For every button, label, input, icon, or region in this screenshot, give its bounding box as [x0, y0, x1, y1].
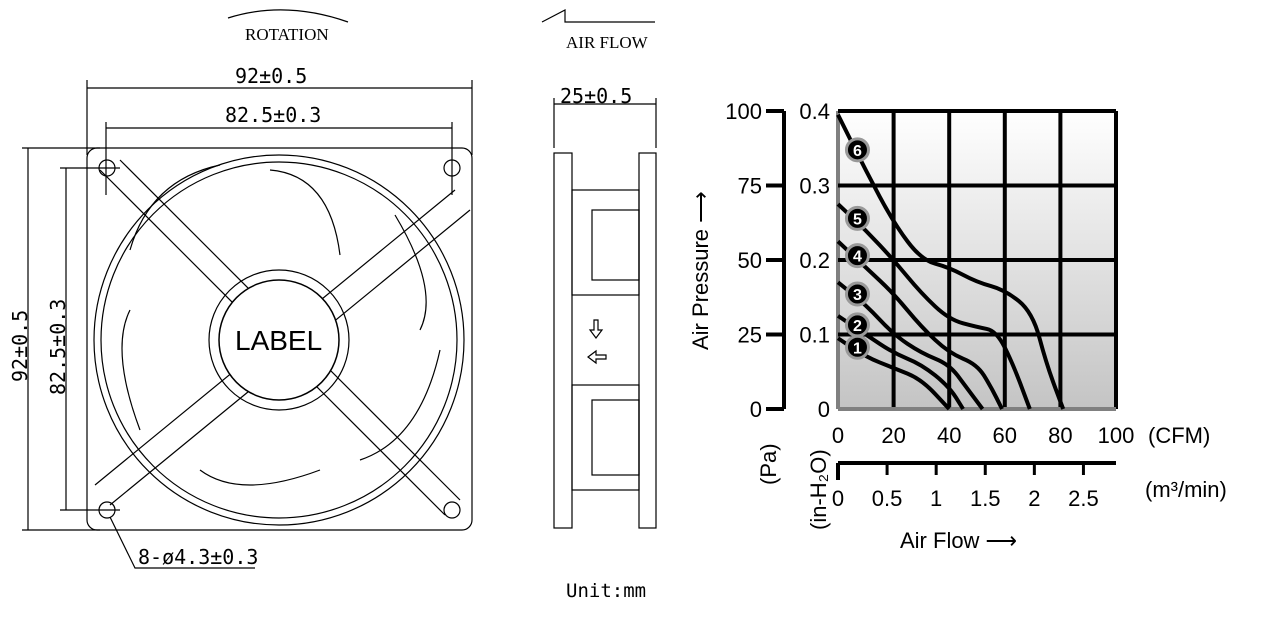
curve-marker-4 — [844, 243, 870, 269]
x2-tick-label: 0.5 — [872, 486, 903, 511]
curve-marker-3 — [844, 281, 870, 307]
airflow-label: AIR FLOW — [566, 33, 649, 52]
height-outer-dim: 92±0.5 — [8, 310, 32, 382]
left-arrow-icon — [587, 349, 607, 365]
hub — [218, 279, 340, 401]
depth-dim: 25±0.5 — [560, 84, 632, 108]
x2-tick-label: 2.5 — [1068, 486, 1099, 511]
curve-6 — [836, 113, 1066, 410]
y-tick-label-pa: 100 — [725, 99, 762, 124]
airflow-arrow — [541, 9, 655, 23]
curve-marker-2 — [844, 312, 870, 338]
y-tick-label-inh2o: 0.4 — [799, 99, 830, 124]
x-tick-label: 80 — [1048, 423, 1072, 448]
curve-marker-5 — [844, 205, 870, 231]
width-inner-dim: 82.5±0.3 — [225, 103, 321, 127]
y-axis-label: Air Pressure ⟶ — [688, 191, 713, 350]
curve-label-6: 6 — [853, 143, 862, 160]
fan-frame — [86, 147, 473, 531]
hub-label: LABEL — [235, 325, 322, 356]
down-arrow-icon — [588, 319, 604, 339]
x2-tick-label: 2 — [1028, 486, 1040, 511]
y-tick-label-inh2o: 0 — [818, 397, 830, 422]
curve-1 — [836, 336, 951, 411]
width-outer-dim: 92±0.5 — [235, 64, 307, 88]
y-tick-label-inh2o: 0.1 — [799, 323, 830, 348]
y-tick-label-pa: 50 — [738, 248, 762, 273]
y-tick-label-pa: 75 — [738, 174, 762, 199]
y-tick-label-inh2o: 0.2 — [799, 248, 830, 273]
x-tick-label: 0 — [832, 423, 844, 448]
x2-tick-label: 1.5 — [970, 486, 1001, 511]
pa-unit: (Pa) — [756, 443, 781, 485]
x2-tick-label: 1 — [930, 486, 942, 511]
x-tick-label: 20 — [881, 423, 905, 448]
hub-outer — [208, 269, 350, 411]
fan-shroud — [93, 154, 465, 526]
curve-marker-6 — [844, 137, 870, 163]
curve-label-1: 1 — [853, 340, 862, 357]
x2-tick-label: 0 — [832, 486, 844, 511]
x-tick-label: 40 — [937, 423, 961, 448]
rotation-arc — [227, 9, 349, 23]
hole-spec: 8-ø4.3±0.3 — [138, 545, 258, 569]
inh2o-unit: (in-H₂O) — [806, 449, 831, 530]
x-tick-label: 100 — [1098, 423, 1135, 448]
curve-label-5: 5 — [853, 211, 862, 228]
curve-label-2: 2 — [853, 318, 862, 335]
x-axis-label: Air Flow ⟶ — [900, 528, 1017, 553]
cfm-unit: (CFM) — [1148, 423, 1210, 448]
curve-label-4: 4 — [853, 249, 862, 266]
x-tick-label: 60 — [993, 423, 1017, 448]
rotation-label: ROTATION — [245, 25, 329, 44]
y-tick-label-pa: 25 — [738, 323, 762, 348]
height-inner-dim: 82.5±0.3 — [46, 299, 70, 395]
fan-front-view: ROTATION 92±0.5 82.5±0.3 92±0.5 82.5±0.3… — [8, 9, 473, 569]
unit-label: Unit:mm — [566, 580, 646, 602]
curve-label-3: 3 — [853, 287, 862, 304]
m3min-unit: (m³/min) — [1145, 477, 1227, 502]
y-tick-label-inh2o: 0.3 — [799, 174, 830, 199]
fan-side-view: AIR FLOW 25±0.5 Unit:mm — [541, 9, 657, 602]
y-tick-label-pa: 0 — [750, 397, 762, 422]
